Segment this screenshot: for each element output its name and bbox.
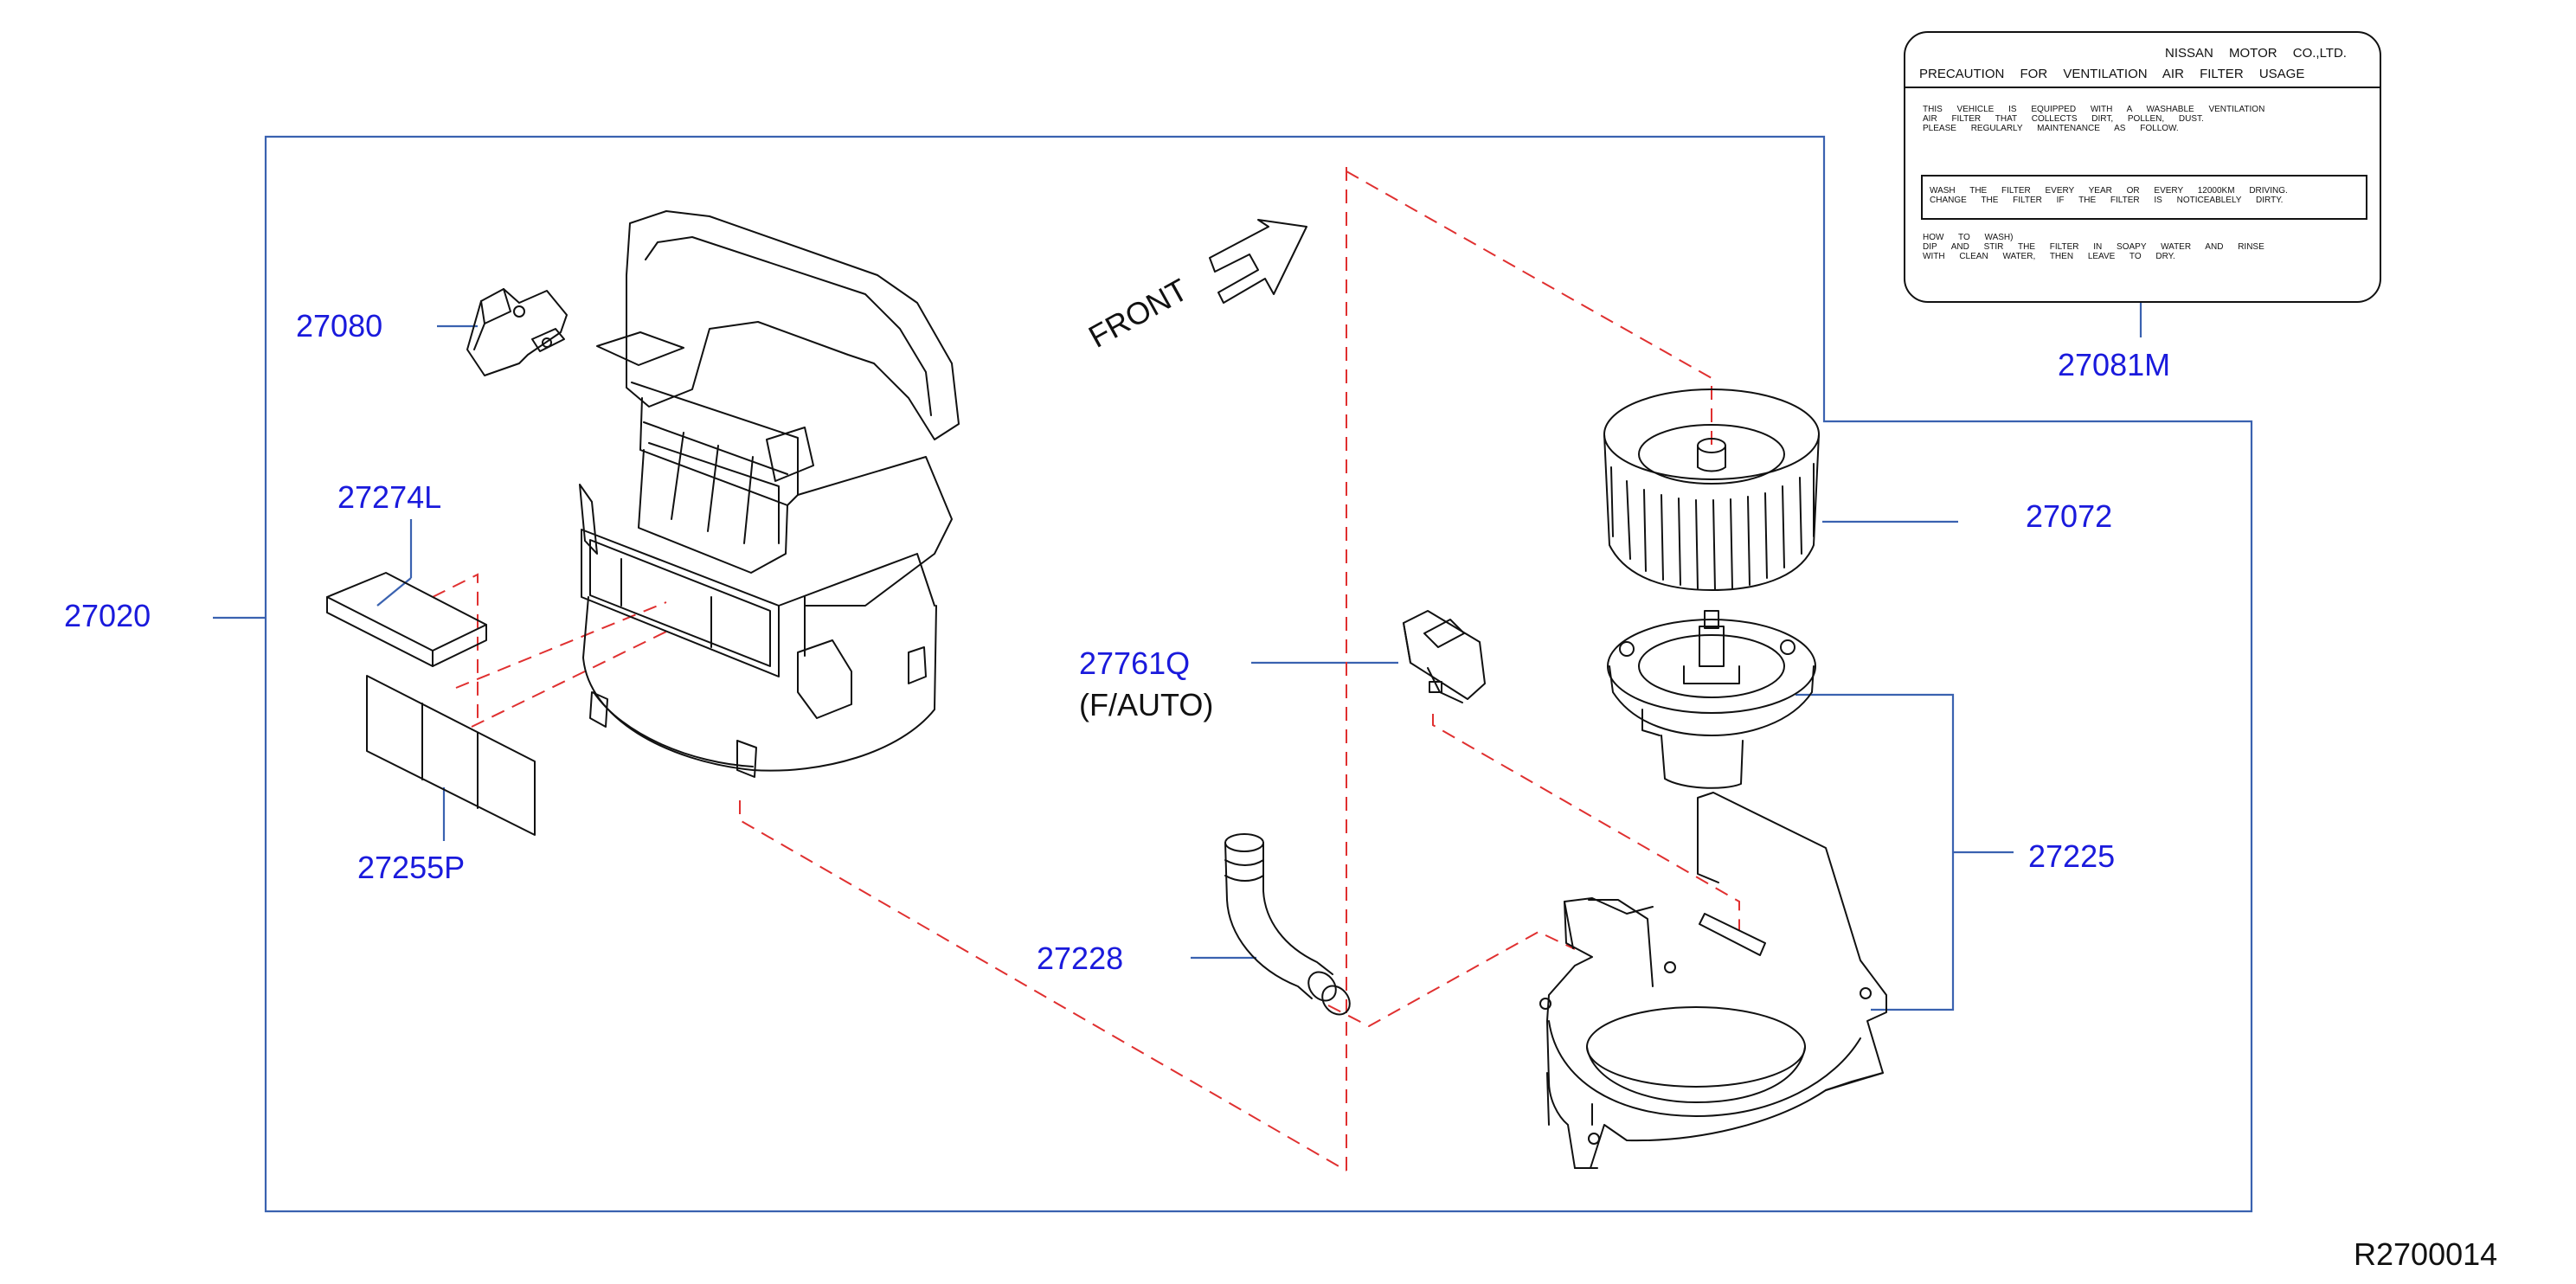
phantom-filter-b [471, 631, 667, 728]
lower-case-27225-drawing [1539, 792, 1887, 1169]
callout-27072[interactable]: 27072 [2026, 498, 2113, 534]
resistor-27761Q-drawing [1403, 610, 1486, 703]
hose-27228-drawing [1224, 833, 1351, 1016]
bracket-27080-drawing [466, 288, 568, 376]
assembly-frame [264, 135, 2253, 1213]
label-para2-line1: HOW TO WASH) [1923, 233, 2014, 242]
callout-27081M[interactable]: 27081M [2058, 347, 2171, 382]
callout-27761Q-note: (F/AUTO) [1079, 687, 1214, 722]
label-para2-line3: WITH CLEAN WATER, THEN LEAVE TO DRY. [1923, 252, 2175, 261]
blower-motor-drawing [1607, 610, 1816, 789]
callout-27255P[interactable]: 27255P [357, 850, 466, 885]
leader-27225 [1795, 693, 1955, 1011]
callout-27225[interactable]: 27225 [2028, 838, 2116, 874]
callout-27020[interactable]: 27020 [64, 598, 151, 633]
linework [326, 210, 1887, 1169]
phantom-drain [1327, 930, 1576, 1028]
phantom-fan-axis [1346, 170, 1712, 450]
label-para1-line2: AIR FILTER THAT COLLECTS DIRT, POLLEN, D… [1923, 114, 2204, 124]
phantom-resistor [1432, 714, 1740, 930]
leader-27274L-b [376, 577, 412, 607]
label-para2-line2: DIP AND STIR THE FILTER IN SOAPY WATER A… [1923, 242, 2264, 252]
label-para1-line1: THIS VEHICLE IS EQUIPPED WITH A WASHABLE… [1923, 105, 2265, 114]
label-box-line2: CHANGE THE FILTER IF THE FILTER IS NOTIC… [1930, 196, 2284, 205]
blower-fan-drawing [1603, 388, 1820, 591]
leader-lines [213, 303, 2142, 1011]
caution-label: NISSAN MOTOR CO.,LTD. PRECAUTION FOR VEN… [1904, 31, 2381, 303]
foam-27255P-drawing [366, 675, 536, 836]
filter-27274L-drawing [326, 572, 487, 667]
callout-27761Q[interactable]: 27761Q [1079, 645, 1191, 681]
phantom-filter-a [455, 601, 667, 689]
reference-code: R2700014 [2354, 1236, 2498, 1272]
phantom-housing [739, 800, 1347, 1172]
phantom-lines [432, 167, 1740, 1172]
label-para1-line3: PLEASE REGULARLY MAINTENANCE AS FOLLOW. [1923, 124, 2179, 133]
callout-27274L[interactable]: 27274L [337, 479, 442, 515]
label-divider [1905, 87, 2380, 88]
blower-housing-drawing [579, 210, 960, 778]
label-maintenance-box: WASH THE FILTER EVERY YEAR OR EVERY 1200… [1921, 175, 2367, 220]
callout-27080[interactable]: 27080 [296, 308, 383, 343]
label-heading: PRECAUTION FOR VENTILATION AIR FILTER US… [1919, 67, 2305, 81]
label-company: NISSAN MOTOR CO.,LTD. [2165, 46, 2347, 61]
front-arrow-drawing [1209, 219, 1307, 304]
callout-27228[interactable]: 27228 [1037, 941, 1124, 976]
label-box-line1: WASH THE FILTER EVERY YEAR OR EVERY 1200… [1930, 186, 2288, 196]
phantom-filter-upper [432, 573, 479, 718]
